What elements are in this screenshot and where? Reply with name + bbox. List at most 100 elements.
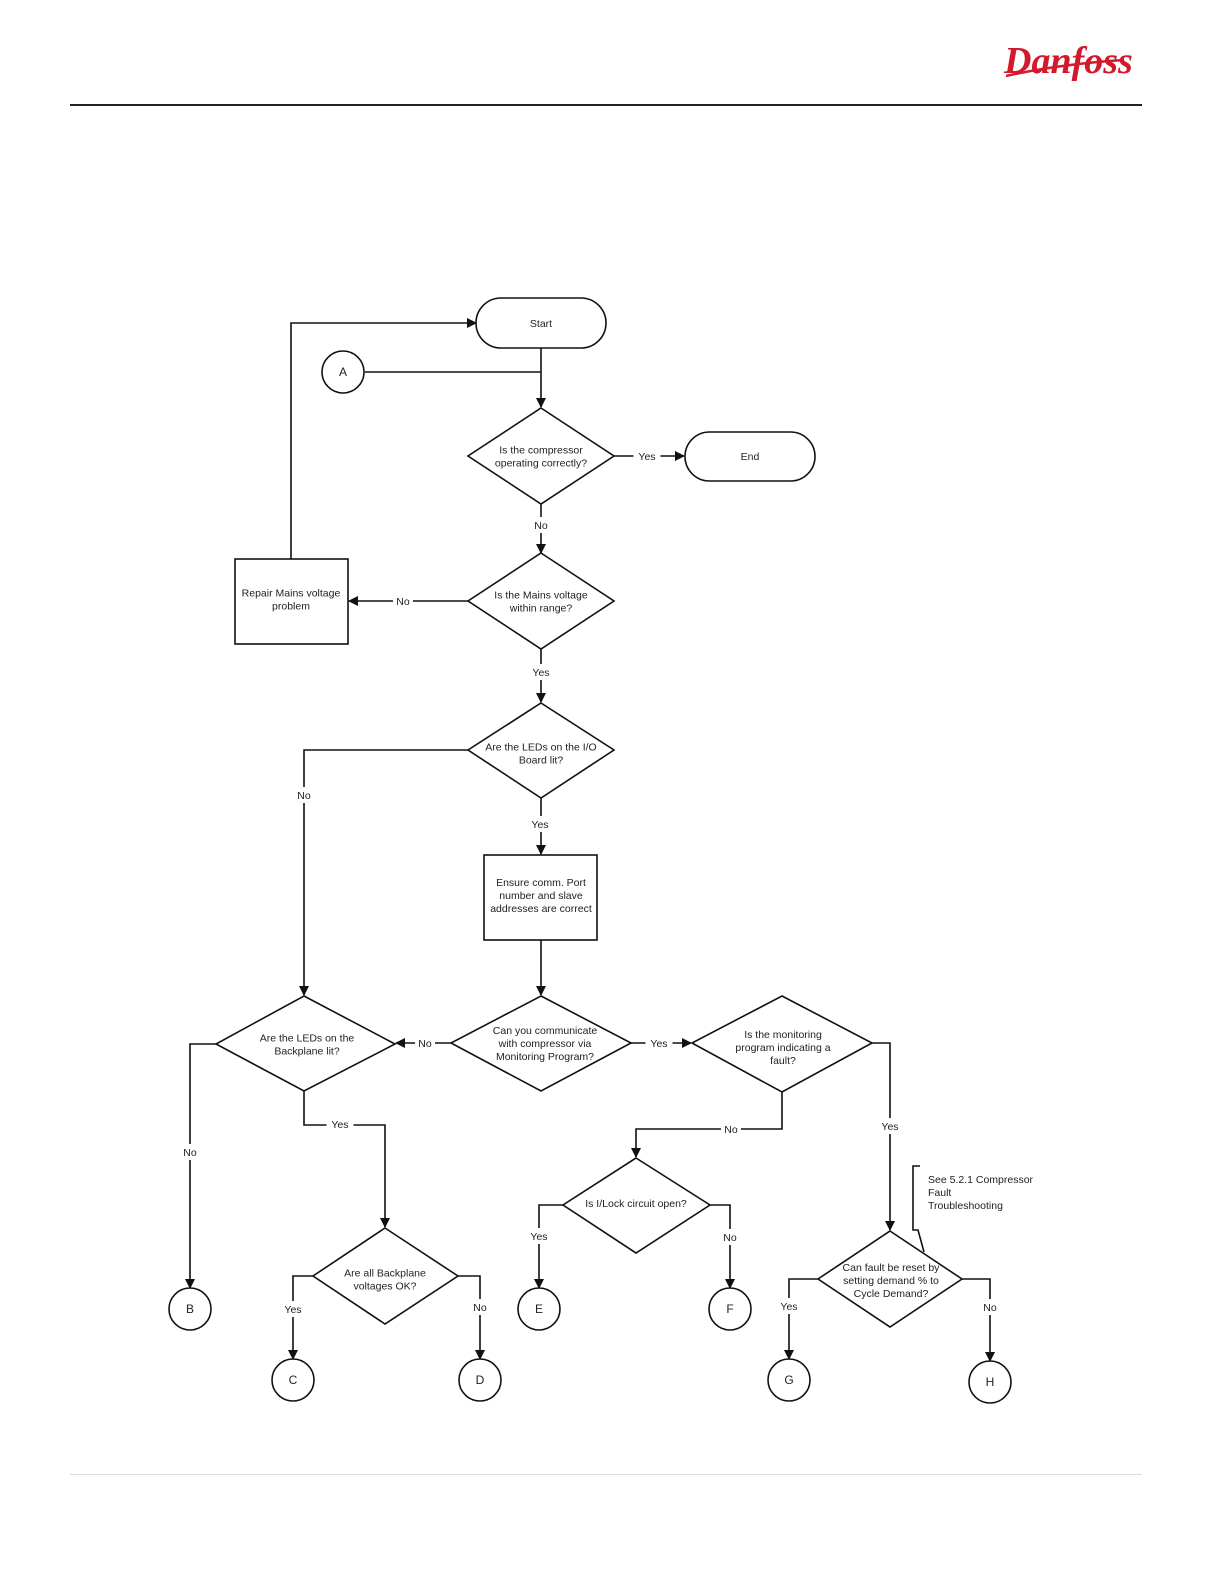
- decision-communicate: [449, 995, 633, 1092]
- edge-ilock-yes: [534, 1204, 563, 1289]
- edge-label-backplane-leds-no: No: [183, 1147, 197, 1159]
- edge-label-io-no: No: [297, 790, 311, 802]
- node-label-connector-d: D: [476, 1373, 485, 1387]
- edge-label-compressor-yes: Yes: [638, 451, 655, 463]
- edge-label-bg-monitoring-yes: [876, 1118, 904, 1134]
- edge-label-bg-backplane-leds-yes: [326, 1116, 354, 1132]
- decision-ilock: [561, 1157, 712, 1254]
- note-bracket: [912, 1165, 925, 1253]
- edge-label-mains-yes: Yes: [532, 667, 549, 679]
- decision-io-leds: [466, 702, 616, 799]
- node-label-connector-f: F: [726, 1302, 733, 1316]
- edge-label-bg-io-no: [294, 787, 314, 803]
- edge-reset-yes: [784, 1278, 818, 1360]
- flowchart-nodes: [168, 297, 1012, 1404]
- decision-mains: [466, 552, 616, 650]
- edge-label-backplane-leds-yes: Yes: [331, 1119, 348, 1131]
- edge-label-bg-ilock-no: [720, 1229, 740, 1245]
- edge-io-no: [299, 749, 468, 996]
- edge-backplane-volt-no: [458, 1275, 485, 1360]
- node-label-connector-c: C: [289, 1373, 298, 1387]
- edge-label-monitoring-no: No: [724, 1124, 738, 1136]
- decision-backplane-leds: [214, 995, 397, 1092]
- end-terminal: [684, 431, 816, 482]
- edge-label-io-yes: Yes: [531, 819, 548, 831]
- edge-label-reset-no: No: [983, 1302, 997, 1314]
- edge-label-bg-backplane-volt-no: [470, 1299, 490, 1315]
- edge-repair-loop: [290, 318, 477, 559]
- node-label-q-ilock: Is I/Lock circuit open?: [585, 1198, 687, 1210]
- connector-h: [968, 1360, 1012, 1404]
- edge-backplane-volt-yes: [288, 1275, 313, 1360]
- edge-monitoring-no: [631, 1092, 783, 1158]
- edge-label-bg-reset-yes: [775, 1298, 803, 1314]
- header-rule: [70, 104, 1142, 106]
- danfoss-logo: Danfoss: [1003, 40, 1133, 82]
- edge-label-bg-monitoring-no: [721, 1121, 741, 1137]
- node-label-connector-g: G: [784, 1373, 793, 1387]
- node-label-end: End: [741, 451, 760, 463]
- edge-label-bg-reset-no: [980, 1299, 1000, 1315]
- decision-reset: [816, 1230, 964, 1328]
- connector-c: [271, 1358, 315, 1402]
- flowchart-edges: [185, 318, 995, 1362]
- edge-label-monitoring-yes: Yes: [881, 1121, 898, 1133]
- edge-label-bg-compressor-yes: [633, 448, 661, 464]
- node-label-connector-a: A: [339, 365, 347, 379]
- edge-label-bg-ilock-yes: [525, 1228, 553, 1244]
- edge-backplane-leds-yes: [303, 1091, 390, 1228]
- edge-label-bg-mains-yes: [527, 664, 555, 680]
- edge-label-bg-comm-yes: [645, 1035, 673, 1051]
- start-terminal: [475, 297, 607, 349]
- node-label-connector-h: H: [986, 1375, 995, 1389]
- edge-label-reset-yes: Yes: [780, 1301, 797, 1313]
- edge-label-bg-mains-no: [393, 593, 413, 609]
- edge-label-backplane-volt-no: No: [473, 1302, 487, 1314]
- edge-monitoring-yes: [872, 1042, 895, 1231]
- connector-f: [708, 1287, 752, 1331]
- edge-label-compressor-no: No: [534, 520, 548, 532]
- edge-label-backplane-volt-yes: Yes: [284, 1304, 301, 1316]
- connector-d: [458, 1358, 502, 1402]
- edge-label-bg-backplane-volt-yes: [279, 1301, 307, 1317]
- edge-label-bg-backplane-leds-no: [180, 1144, 200, 1160]
- edge-label-bg-io-yes: [526, 816, 554, 832]
- connector-a: [321, 350, 365, 394]
- node-label-connector-e: E: [535, 1302, 543, 1316]
- node-label-start: Start: [530, 318, 552, 330]
- edge-label-ilock-yes: Yes: [530, 1231, 547, 1243]
- edge-label-comm-yes: Yes: [650, 1038, 667, 1050]
- node-label-connector-b: B: [186, 1302, 194, 1316]
- edge-backplane-leds-no: [185, 1043, 216, 1289]
- decision-monitoring-fault: [690, 995, 874, 1093]
- decision-backplane-volt: [311, 1227, 460, 1325]
- footer-rule: [70, 1474, 1142, 1475]
- edge-label-mains-no: No: [396, 596, 410, 608]
- connector-g: [767, 1358, 811, 1402]
- edge-label-bg-compressor-no: [531, 517, 551, 533]
- edge-reset-no: [962, 1278, 995, 1362]
- connector-e: [517, 1287, 561, 1331]
- process-ensure-comm: [483, 854, 598, 941]
- edge-label-bg-comm-no: [415, 1035, 435, 1051]
- edge-ilock-no: [710, 1204, 735, 1289]
- edge-label-ilock-no: No: [723, 1232, 737, 1244]
- decision-compressor: [466, 407, 616, 505]
- process-repair-mains: [234, 558, 349, 645]
